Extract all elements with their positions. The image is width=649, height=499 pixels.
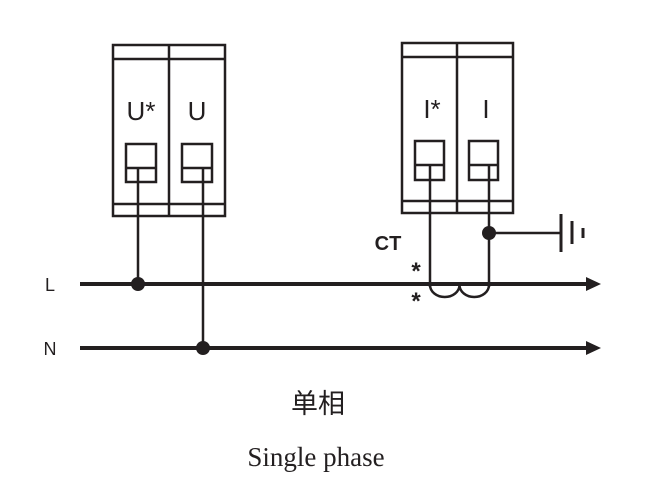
ct-coil-icon: [428, 284, 491, 299]
junction-dot-l: [131, 277, 145, 291]
line-n-arrow-icon: [586, 341, 601, 355]
current-module: [400, 41, 515, 215]
junction-dot-n: [196, 341, 210, 355]
voltage-module: [111, 43, 227, 218]
ct-label: CT: [375, 233, 402, 255]
terminal-label-u-star: U*: [127, 96, 156, 126]
terminal-u: [180, 142, 214, 184]
terminal-i: [467, 139, 500, 182]
line-l-arrow-icon: [586, 277, 601, 291]
line-label-l: L: [45, 275, 55, 295]
terminal-label-i: I: [482, 94, 489, 124]
ground-icon: [559, 214, 585, 252]
line-label-n: N: [44, 339, 57, 359]
caption-english: Single phase: [247, 442, 384, 472]
terminal-label-i-star: I*: [423, 94, 440, 124]
caption-chinese: 单相: [291, 389, 345, 420]
junction-dot-ground: [482, 226, 496, 240]
terminal-label-u: U: [188, 96, 207, 126]
polarity-mark-top: *: [411, 258, 421, 285]
terminal-u-star: [124, 142, 158, 184]
polarity-mark-bottom: *: [411, 288, 421, 315]
